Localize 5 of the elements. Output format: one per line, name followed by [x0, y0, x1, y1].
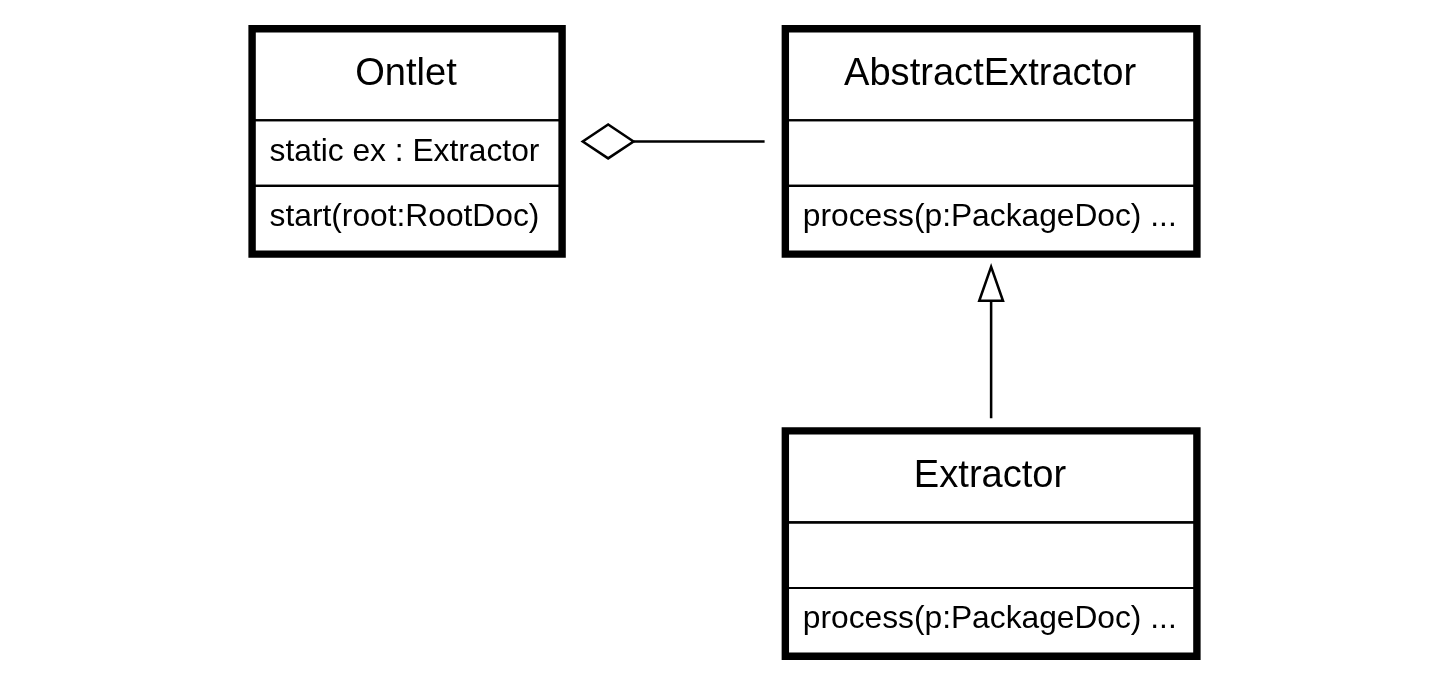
arrow — [977, 263, 1005, 419]
node-box: Ontlet static ex : Extractor start(root:RootDoc) — [248, 25, 566, 258]
node-box: Extractor process(p:PackageDoc) ... — [781, 427, 1201, 660]
node-box: AbstractExtractor process(p:PackageDoc) ... — [781, 25, 1201, 258]
connector — [580, 123, 765, 160]
